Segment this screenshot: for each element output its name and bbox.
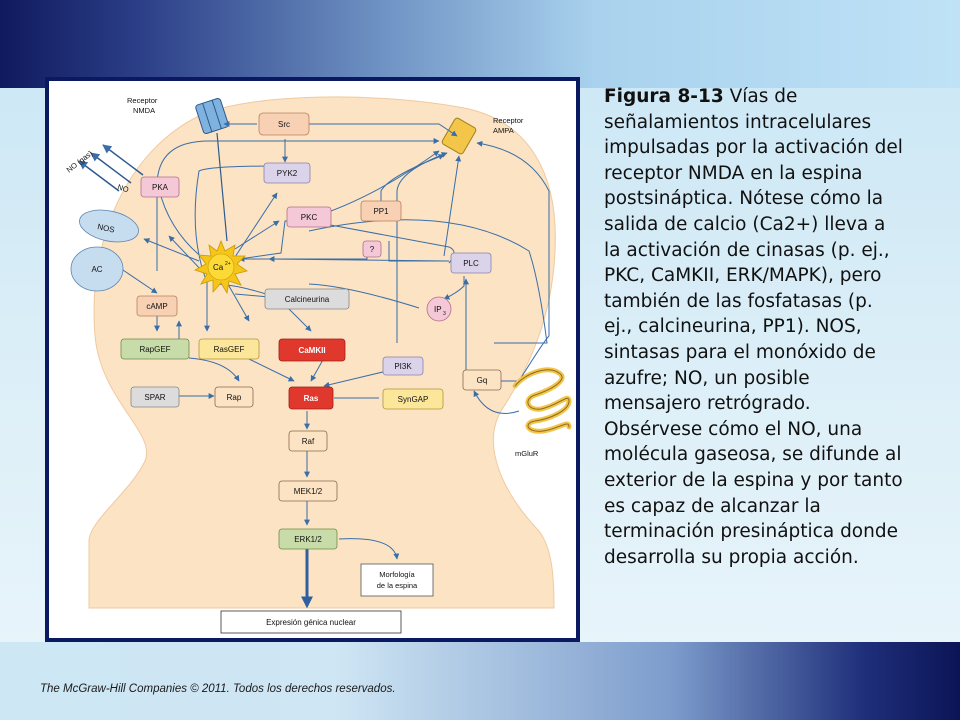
node-calcineurina-label: Calcineurina <box>285 295 330 304</box>
node-pkc: PKC <box>286 206 332 228</box>
node-nos-label: NOS <box>97 222 116 234</box>
node-gq: Gq <box>462 369 502 391</box>
node-pyk2-label: PYK2 <box>277 169 298 178</box>
receptor-ampa-label-line1: Receptor <box>493 116 524 125</box>
node-pyk2: PYK2 <box>263 162 311 184</box>
node-mek: MEK1/2 <box>278 480 338 502</box>
figure-caption: Figura 8-13 Vías de señalamientos intrac… <box>604 84 904 570</box>
node-erk: ERK1/2 <box>278 528 338 550</box>
node-rasgef: RasGEF <box>198 338 260 360</box>
receptor-nmda-label-line2: NMDA <box>133 106 155 115</box>
no-label: NO <box>116 182 130 194</box>
node-question: ? <box>362 240 382 258</box>
node-question-label: ? <box>370 245 375 254</box>
node-ip3-label: IP <box>434 305 442 314</box>
node-pp1-label: PP1 <box>373 207 389 216</box>
node-rapgef-label: RapGEF <box>139 345 170 354</box>
copyright-notice: The McGraw-Hill Companies © 2011. Todos … <box>40 683 396 695</box>
node-plc: PLC <box>450 252 492 274</box>
no-gas-arrow-2 <box>90 152 132 184</box>
node-pka: PKA <box>140 176 180 198</box>
node-ac: AC <box>70 246 124 292</box>
node-ac-label: AC <box>91 265 102 274</box>
node-morfologia-line1: Morfología <box>379 570 415 579</box>
node-ras: Ras <box>288 386 334 410</box>
figure-number: Figura 8-13 <box>604 86 724 107</box>
node-expresion-label: Expresión génica nuclear <box>266 618 356 627</box>
receptor-nmda-label-line1: Receptor <box>127 96 158 105</box>
node-expresion-genica: Expresión génica nuclear <box>220 610 402 634</box>
node-calcium: Ca 2+ <box>194 239 248 295</box>
caption-text: Vías de señalamientos intracelulares imp… <box>604 86 903 568</box>
figure-frame: Receptor NMDA Receptor AMPA NO (gas) NO <box>45 77 580 642</box>
node-src-label: Src <box>278 120 290 129</box>
node-camkii-label: CaMKII <box>298 346 325 355</box>
no-gas-label: NO (gas) <box>65 148 95 174</box>
node-pi3k: PI3K <box>382 356 424 376</box>
nmda-receptor-icon <box>195 97 229 135</box>
figure-canvas: Receptor NMDA Receptor AMPA NO (gas) NO <box>49 81 576 638</box>
node-spar: SPAR <box>130 386 180 408</box>
node-gq-label: Gq <box>477 376 488 385</box>
mglur-receptor-icon <box>512 367 572 434</box>
node-camp: cAMP <box>136 295 178 317</box>
no-gas-arrow-1 <box>78 160 120 192</box>
node-ip3: IP 3 <box>426 296 452 322</box>
receptor-ampa-label-line2: AMPA <box>493 126 514 135</box>
mglur-label: mGluR <box>515 449 539 458</box>
node-calcium-charge: 2+ <box>225 261 231 267</box>
node-calcium-label: Ca <box>213 263 224 272</box>
node-plc-label: PLC <box>463 259 479 268</box>
node-erk-label: ERK1/2 <box>294 535 322 544</box>
node-morfologia-line2: de la espina <box>377 581 418 590</box>
node-pp1: PP1 <box>360 200 402 222</box>
node-rasgef-label: RasGEF <box>214 345 245 354</box>
node-morfologia: Morfología de la espina <box>360 563 434 597</box>
node-ras-label: Ras <box>304 394 319 403</box>
node-src: Src <box>258 112 310 136</box>
top-decorative-band <box>0 0 960 88</box>
node-syngap: SynGAP <box>382 388 444 410</box>
bottom-decorative-band <box>0 642 960 720</box>
node-rapgef: RapGEF <box>120 338 190 360</box>
node-calcineurina: Calcineurina <box>264 288 350 310</box>
no-gas-arrow-3 <box>102 144 144 176</box>
node-nos: NOS <box>79 209 139 243</box>
node-pkc-label: PKC <box>301 213 318 222</box>
node-spar-label: SPAR <box>144 393 165 402</box>
node-raf-label: Raf <box>302 437 315 446</box>
node-rap-label: Rap <box>227 393 242 402</box>
node-mek-label: MEK1/2 <box>294 487 323 496</box>
node-syngap-label: SynGAP <box>398 395 429 404</box>
node-pka-label: PKA <box>152 183 169 192</box>
node-rap: Rap <box>214 386 254 408</box>
signaling-diagram: Receptor NMDA Receptor AMPA NO (gas) NO <box>65 96 572 634</box>
node-camkii: CaMKII <box>278 338 346 362</box>
node-raf: Raf <box>288 430 328 452</box>
node-camp-label: cAMP <box>146 302 167 311</box>
nmda-channel-line <box>216 132 228 242</box>
node-ip3-subscript: 3 <box>443 311 446 317</box>
node-pi3k-label: PI3K <box>394 362 412 371</box>
